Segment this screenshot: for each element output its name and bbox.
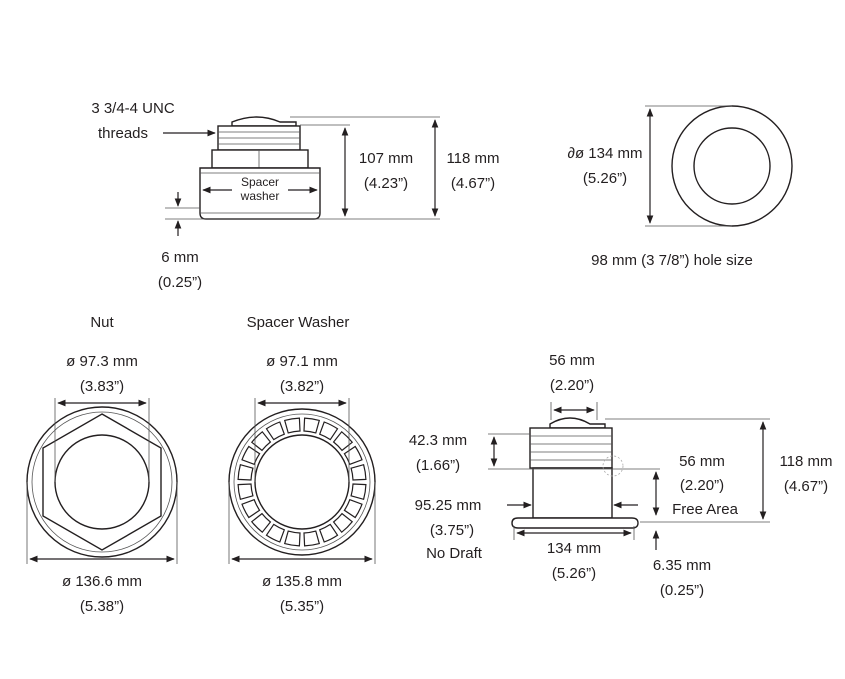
washer-segment — [350, 483, 367, 501]
body-width-mm: 95.25 mm — [415, 497, 482, 514]
washer-thickness-in: (0.25”) — [158, 274, 202, 291]
nut-view: Nut ø 97.3 mm (3.83”) ø 136.6 mm (5.38”) — [26, 314, 178, 615]
washer-segment — [303, 530, 321, 547]
top-view: ∂ø 134 mm (5.26”) 98 mm (3 7/8”) hole si… — [568, 105, 793, 269]
side-view: Spacer washer 3 3/4-4 UNC threads 107 mm… — [91, 100, 499, 291]
washer-segment — [237, 483, 254, 501]
washer-segment — [332, 430, 354, 452]
washer-segment — [265, 523, 286, 543]
transducer-installed-shape — [511, 417, 639, 529]
flange-thickness-in: (0.25”) — [660, 582, 704, 599]
total-height-in: (4.67”) — [784, 478, 828, 495]
thread-height-mm: 42.3 mm — [409, 432, 467, 449]
washer-segment — [332, 512, 354, 534]
washer-inner-in: (3.82”) — [280, 378, 324, 395]
spacer-washer-view: Spacer Washer ø 97.1 mm (3.82”) ø 135.8 … — [228, 314, 376, 615]
washer-outer-mm: ø 135.8 mm — [262, 573, 342, 590]
washer-segment — [250, 512, 272, 534]
washer-thickness-mm: 6 mm — [161, 249, 199, 266]
thread-label-line1: 3 3/4-4 UNC — [91, 100, 175, 117]
washer-segment — [241, 445, 261, 466]
nut-title: Nut — [90, 314, 114, 331]
washer-segment — [265, 421, 286, 441]
nut-outer-mm: ø 136.6 mm — [62, 573, 142, 590]
nut-outer-in: (5.38”) — [80, 598, 124, 615]
washer-segment — [350, 463, 367, 481]
top-diameter-in: (5.26”) — [583, 170, 627, 187]
total-height-mm: 118 mm — [779, 453, 832, 470]
height-107-in: (4.23”) — [364, 175, 408, 192]
body-inner-circle — [693, 127, 771, 205]
nut-inner-mm: ø 97.3 mm — [66, 353, 138, 370]
washer-segment — [303, 417, 321, 434]
washer-inner-mm: ø 97.1 mm — [266, 353, 338, 370]
washer-outer-in: (5.35”) — [280, 598, 324, 615]
installed-view: 56 mm (2.20”) 42.3 mm (1.66”) 56 mm (2.2… — [409, 352, 833, 599]
no-draft-label: No Draft — [426, 545, 483, 562]
nut-inner-in: (3.83”) — [80, 378, 124, 395]
washer-segment — [283, 530, 301, 547]
body-width-in: (3.75”) — [430, 522, 474, 539]
spacer-label-line2: washer — [240, 189, 280, 203]
washer-segments — [237, 417, 367, 547]
transducer-side-shape — [199, 116, 321, 220]
thread-label-line2: threads — [98, 125, 148, 142]
flange-width-in: (5.26”) — [552, 565, 596, 582]
free-area-mm: 56 mm — [679, 453, 725, 470]
washer-segment — [343, 498, 363, 519]
free-area-label: Free Area — [672, 501, 739, 518]
washer-segment — [250, 430, 272, 452]
washer-segment — [241, 498, 261, 519]
washer-segment — [318, 421, 339, 441]
thread-height-in: (1.66”) — [416, 457, 460, 474]
height-118-in: (4.67”) — [451, 175, 495, 192]
washer-segment — [343, 445, 363, 466]
top-diameter-mm: ∂ø 134 mm — [568, 145, 643, 162]
washer-segment — [283, 417, 301, 434]
flange-width-mm: 134 mm — [547, 540, 601, 557]
top-width-mm: 56 mm — [549, 352, 595, 369]
top-width-in: (2.20”) — [550, 377, 594, 394]
flange-thickness-mm: 6.35 mm — [653, 557, 711, 574]
height-118-mm: 118 mm — [446, 150, 499, 167]
height-107-mm: 107 mm — [359, 150, 413, 167]
washer-segment — [318, 523, 339, 543]
hole-size-label: 98 mm (3 7/8”) hole size — [591, 252, 753, 269]
spacer-washer-title: Spacer Washer — [247, 314, 350, 331]
free-area-in: (2.20”) — [680, 477, 724, 494]
washer-segment — [237, 463, 254, 481]
spacer-label-line1: Spacer — [241, 175, 279, 189]
